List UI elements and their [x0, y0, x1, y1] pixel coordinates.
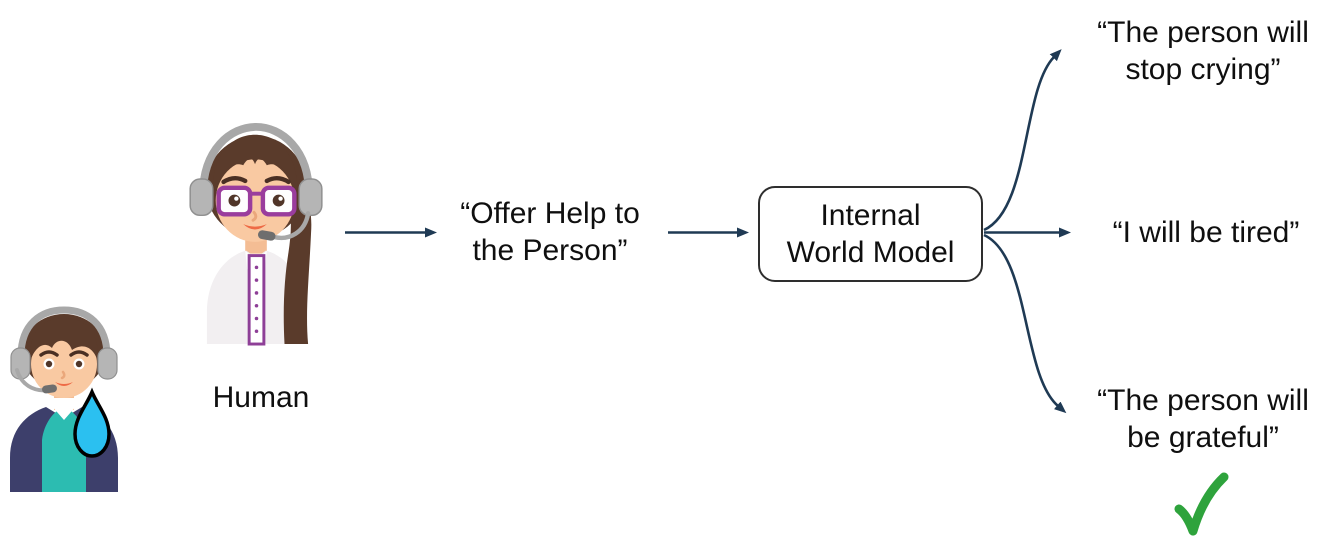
outcome-3-line-1: “The person will [1097, 384, 1309, 417]
action-text: “Offer Help to the Person” [435, 195, 665, 269]
human-label: Human [212, 381, 310, 414]
action-text-line-1: “Offer Help to [460, 197, 640, 230]
outcome-text-stop-crying: “The person will stop crying” [1078, 14, 1328, 88]
green-checkmark-icon [1174, 472, 1229, 536]
outcome-1-line-2: stop crying” [1125, 53, 1281, 86]
model-box-line-1: Internal [820, 199, 921, 232]
tear-drop-icon [73, 387, 111, 458]
outcome-1-line-1: “The person will [1097, 16, 1309, 49]
human-avatar [183, 120, 331, 351]
internal-world-model-box: Internal World Model [758, 186, 983, 282]
action-text-line-2: the Person” [472, 234, 628, 267]
crying-person-with-headset-icon [10, 306, 118, 492]
outcome-3-line-2: be grateful” [1127, 421, 1279, 454]
female-support-agent-icon [189, 122, 323, 346]
crying-person-avatar [8, 306, 120, 497]
arrow-model-to-outcome-1 [983, 49, 1062, 232]
outcome-2-line-1: “I will be tired” [1112, 216, 1300, 249]
outcome-text-grateful: “The person will be grateful” [1078, 382, 1328, 456]
arrow-model-to-outcome-3 [983, 233, 1067, 414]
model-box-line-2: World Model [786, 236, 955, 269]
outcome-text-tired: “I will be tired” [1083, 214, 1329, 251]
